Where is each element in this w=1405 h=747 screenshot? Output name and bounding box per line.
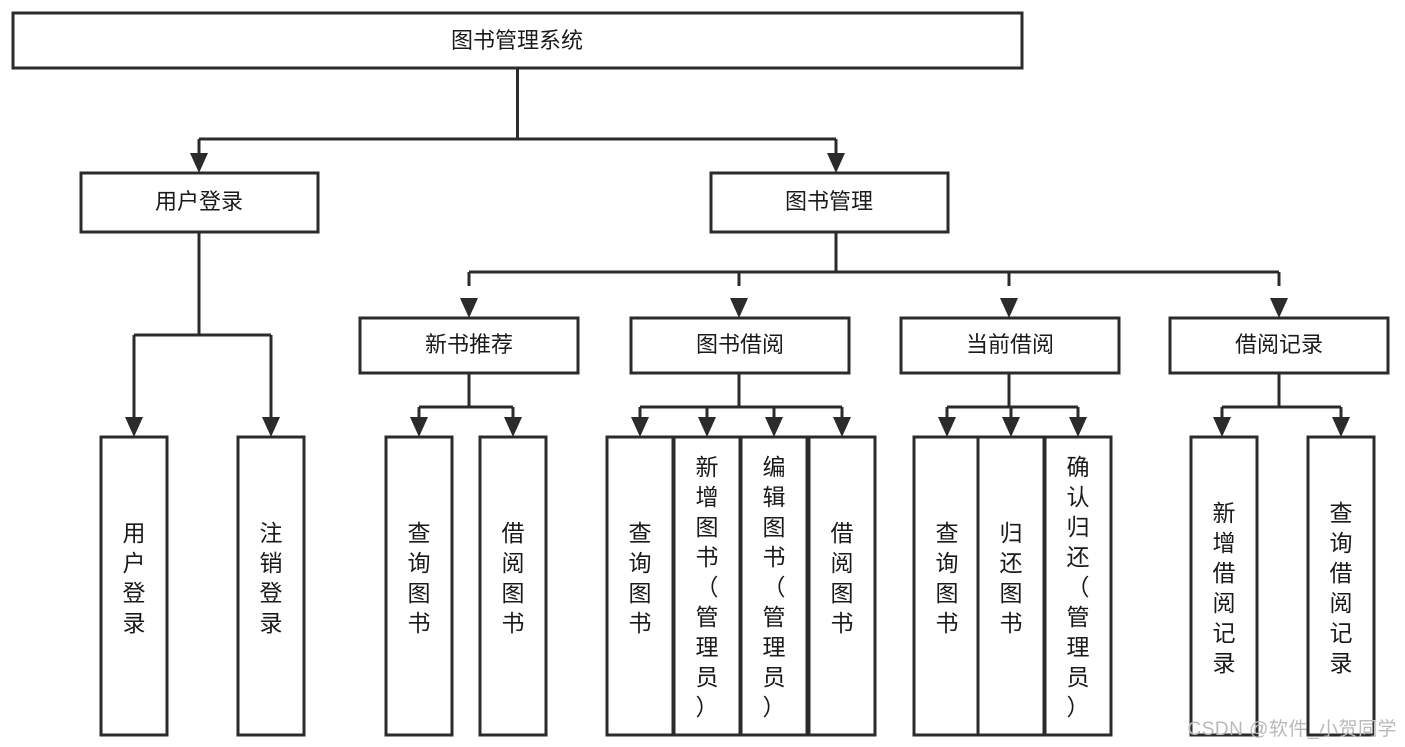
leaf-query-book-2-label: 查询图书 <box>629 520 652 636</box>
leaf-add-book[interactable]: 新增图书（管理员） <box>672 435 742 737</box>
arrow-to-user-login <box>190 153 208 173</box>
leaf-return-book[interactable]: 归还图书 <box>976 435 1046 737</box>
arrow-to-leaf-borrow-book-2 <box>833 417 851 437</box>
connector-layer <box>125 68 1350 437</box>
arrow-to-leaf-borrow-book-1 <box>504 417 522 437</box>
leaf-query-record-label: 查询借阅记录 <box>1330 500 1353 676</box>
arrow-to-leaf-user-login <box>125 417 143 437</box>
leaf-add-book-box[interactable] <box>672 435 742 737</box>
arrow-to-current-borrow <box>1000 298 1018 318</box>
node-current-borrow-label: 当前借阅 <box>966 332 1054 357</box>
node-new-book-recommend[interactable]: 新书推荐 <box>358 316 580 375</box>
leaf-return-book-label: 归还图书 <box>1000 520 1023 636</box>
leaf-query-book-1-label: 查询图书 <box>408 520 431 636</box>
leaf-logout-login[interactable]: 注销登录 <box>236 435 306 737</box>
leaf-user-login-label: 用户登录 <box>123 520 146 636</box>
node-current-borrow-box[interactable] <box>899 316 1121 375</box>
leaf-borrow-book-2-box[interactable] <box>807 435 877 737</box>
leaf-borrow-book-1-box[interactable] <box>478 435 548 737</box>
node-book-borrow-box[interactable] <box>629 316 851 375</box>
leaf-borrow-book-1-label: 借阅图书 <box>502 520 525 636</box>
arrow-to-book-borrow <box>730 298 748 318</box>
leaf-user-login[interactable]: 用户登录 <box>99 435 169 737</box>
node-user-login-label: 用户登录 <box>155 189 243 214</box>
node-book-borrow[interactable]: 图书借阅 <box>629 316 851 375</box>
leaf-edit-book[interactable]: 编辑图书（管理员） <box>739 435 809 737</box>
leaf-add-book-label: 新增图书（管理员） <box>696 454 719 720</box>
arrow-to-leaf-query-book-1 <box>410 417 428 437</box>
leaf-add-record[interactable]: 新增借阅记录 <box>1189 435 1259 737</box>
leaf-borrow-book-1[interactable]: 借阅图书 <box>478 435 548 737</box>
arrow-to-book-manage <box>827 153 845 173</box>
csdn-watermark: CSDN @软件_小贺同学 <box>1187 719 1397 740</box>
leaf-query-record-box[interactable] <box>1306 435 1376 737</box>
arrow-to-leaf-return-book <box>1002 417 1020 437</box>
node-borrow-record-box[interactable] <box>1168 316 1390 375</box>
leaf-edit-book-box[interactable] <box>739 435 809 737</box>
leaf-borrow-book-2-label: 借阅图书 <box>831 520 854 636</box>
leaf-logout-login-box[interactable] <box>236 435 306 737</box>
leaf-confirm-return[interactable]: 确认归还（管理员） <box>1043 435 1113 737</box>
arrow-to-leaf-edit-book <box>765 417 783 437</box>
leaf-query-book-2[interactable]: 查询图书 <box>605 435 675 737</box>
leaf-query-book-1[interactable]: 查询图书 <box>384 435 454 737</box>
arrow-to-leaf-query-book-2 <box>631 417 649 437</box>
leaf-query-book-3[interactable]: 查询图书 <box>912 435 982 737</box>
node-root-label: 图书管理系统 <box>451 28 583 53</box>
leaf-confirm-return-box[interactable] <box>1043 435 1113 737</box>
arrow-to-leaf-query-book-3 <box>938 417 956 437</box>
leaf-add-record-box[interactable] <box>1189 435 1259 737</box>
arrow-to-leaf-add-book <box>698 417 716 437</box>
arrow-to-leaf-confirm-return <box>1069 417 1087 437</box>
node-borrow-record[interactable]: 借阅记录 <box>1168 316 1390 375</box>
leaf-user-login-box[interactable] <box>99 435 169 737</box>
arrow-to-leaf-query-record <box>1332 417 1350 437</box>
node-book-borrow-label: 图书借阅 <box>696 332 784 357</box>
node-root-system[interactable]: 图书管理系统 <box>11 11 1024 70</box>
node-root-box[interactable] <box>11 11 1024 70</box>
arrow-to-borrow-record <box>1270 298 1288 318</box>
leaf-logout-login-label: 注销登录 <box>260 520 283 636</box>
node-user-login[interactable]: 用户登录 <box>79 171 320 234</box>
leaf-borrow-book-2[interactable]: 借阅图书 <box>807 435 877 737</box>
leaf-edit-book-label: 编辑图书（管理员） <box>763 454 786 720</box>
leaf-query-book-3-box[interactable] <box>912 435 982 737</box>
leaf-query-book-3-label: 查询图书 <box>936 520 959 636</box>
arrow-to-leaf-add-record <box>1213 417 1231 437</box>
leaf-query-record[interactable]: 查询借阅记录 <box>1306 435 1376 737</box>
node-user-login-box[interactable] <box>79 171 320 234</box>
leaf-confirm-return-label: 确认归还（管理员） <box>1067 454 1090 720</box>
node-book-manage[interactable]: 图书管理 <box>709 171 950 234</box>
leaf-query-book-1-box[interactable] <box>384 435 454 737</box>
node-current-borrow[interactable]: 当前借阅 <box>899 316 1121 375</box>
node-new-book-recommend-box[interactable] <box>358 316 580 375</box>
arrow-to-new-book-recommend <box>460 298 478 318</box>
node-book-manage-box[interactable] <box>709 171 950 234</box>
leaf-add-record-label: 新增借阅记录 <box>1213 500 1236 676</box>
node-borrow-record-label: 借阅记录 <box>1235 332 1323 357</box>
node-book-manage-label: 图书管理 <box>785 189 873 214</box>
node-new-book-recommend-label: 新书推荐 <box>425 332 513 357</box>
arrow-to-leaf-logout-login <box>262 417 280 437</box>
